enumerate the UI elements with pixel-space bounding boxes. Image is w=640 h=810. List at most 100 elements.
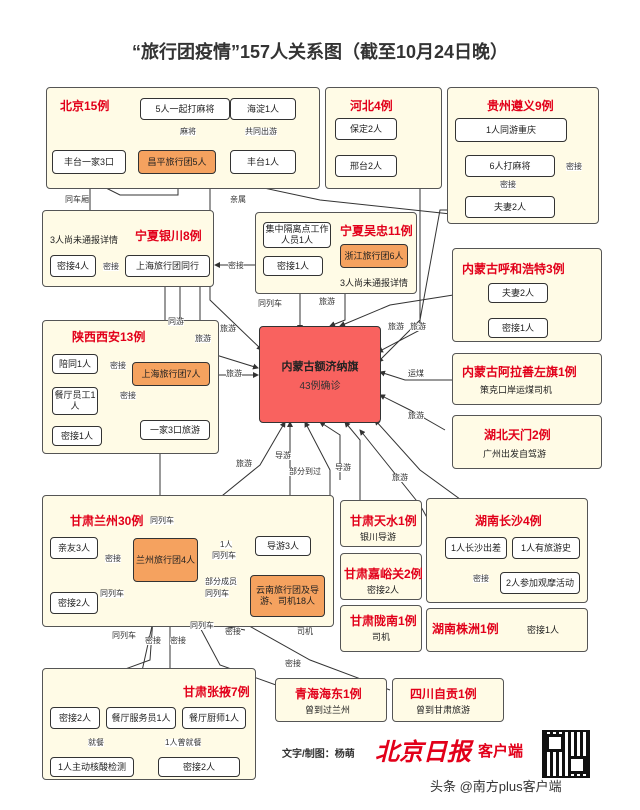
label-guizhou-close2: 密接: [500, 180, 516, 189]
edge-label-partial: 部分到过: [289, 467, 321, 476]
node-xian-family3: 一家3口旅游: [140, 420, 210, 440]
group-title-zigong: 四川自贡1例: [410, 687, 477, 701]
label-zhangye-meal: 就餐: [88, 738, 104, 747]
edge-label-close-zy2: 密接: [170, 636, 186, 645]
group-title-beijing: 北京15例: [60, 99, 110, 113]
group-title-zhuzhou: 湖南株洲1例: [432, 622, 499, 636]
group-title-longnan: 甘肃陇南1例: [350, 614, 417, 628]
edge-label-tour1: 旅游: [220, 324, 236, 333]
group-alxa: [452, 353, 602, 405]
edge-label-tour-xa: 旅游: [195, 334, 211, 343]
group-title-ningxia-wuzhong: 宁夏吴忠11例: [340, 224, 413, 238]
group-zigong: [392, 678, 504, 722]
node-beijing-fengtai-family: 丰台一家3口: [52, 150, 126, 174]
node-guizhou-mahjong: 6人打麻将: [465, 155, 555, 177]
node-longnan-driver: 司机: [372, 632, 391, 642]
edge-label-same-car-zy: 同列车: [112, 631, 136, 640]
node-ningxia-yc-unreported: 3人尚未通报详情: [50, 235, 119, 245]
node-lanzhou-close2: 密接2人: [50, 592, 98, 614]
node-lanzhou-relatives: 亲友3人: [50, 537, 98, 559]
node-xian-companion: 陪同1人: [52, 354, 98, 374]
edge-label-tour-yc: 旅游: [410, 322, 426, 331]
label-lanzhou-same-car: 同列车: [150, 516, 174, 525]
publisher-logo-suffix: 客户端: [478, 743, 524, 760]
group-title-guizhou: 贵州遵义9例: [487, 99, 554, 113]
edge-label-tour-cs: 旅游: [392, 473, 408, 482]
edge-label-same-car1: 同车厢: [65, 195, 89, 204]
node-hohhot-close1: 密接1人: [488, 318, 548, 338]
label-lanzhou-same-car2: 同列车: [100, 589, 124, 598]
label-xian-close2: 密接: [120, 391, 136, 400]
publisher-logo: 北京日报: [375, 739, 471, 766]
node-zhangye-self-test: 1人主动核酸检测: [50, 757, 134, 777]
edge-label-same-car-zy2: 同列车: [190, 621, 214, 630]
edge-label-close-hd: 密接: [285, 659, 301, 668]
edge-label-tour-lz: 旅游: [236, 459, 252, 468]
edge-label-driver: 司机: [297, 627, 313, 636]
group-haidong: [275, 678, 387, 722]
label-lanzhou-partial: 部分成员: [205, 577, 237, 586]
node-beijing-haidian: 海淀1人: [230, 98, 296, 120]
center-node-ejina: 内蒙古额济纳旗 43例确诊: [259, 326, 381, 423]
center-node-count: 43例确诊: [299, 380, 341, 392]
label-changsha-close: 密接: [473, 574, 489, 583]
node-lanzhou-group4: 兰州旅行团4人: [133, 538, 198, 582]
node-hebei-baoding: 保定2人: [335, 118, 397, 140]
group-tianshui: [340, 500, 422, 547]
node-hebei-xingtai: 邢台2人: [335, 155, 397, 177]
group-title-tianshui: 甘肃天水1例: [350, 514, 417, 528]
node-hohhot-couple: 夫妻2人: [488, 283, 548, 303]
label-lanzhou-1p-car: 同列车: [212, 551, 236, 560]
node-ningxia-yc-shanghai: 上海旅行团同行: [125, 255, 210, 277]
edge-label-close-zy1: 密接: [145, 636, 161, 645]
node-jiayuguan-close2: 密接2人: [367, 585, 400, 595]
node-beijing-fengtai1: 丰台1人: [230, 150, 296, 174]
edge-label-together: 同游: [168, 317, 184, 326]
node-lanzhou-guide3: 导游3人: [255, 536, 311, 556]
label-lanzhou-1p: 1人: [220, 540, 233, 549]
node-tianshui-yinchuan: 银川导游: [360, 532, 397, 542]
node-zhuzhou-close1: 密接1人: [527, 625, 560, 635]
label-ningxia-wz-close: 密接: [228, 261, 244, 270]
node-beijing-changping: 昌平旅行团5人: [138, 150, 216, 174]
edge-label-close-zy3: 密接: [225, 627, 241, 636]
node-ningxia-yc-close4: 密接4人: [50, 255, 96, 277]
node-alxa-driver: 策克口岸运煤司机: [480, 385, 553, 395]
group-tianmen: [452, 415, 602, 469]
node-xian-close1: 密接1人: [52, 426, 102, 446]
node-ningxia-wz-isolation: 集中隔离点工作人员1人: [263, 222, 331, 248]
node-xian-shanghai7: 上海旅行团7人: [132, 362, 210, 386]
edge-label-guide1: 导游: [275, 451, 291, 460]
node-zigong-toured: 曾到甘肃旅游: [416, 705, 471, 715]
group-longnan: [340, 605, 422, 652]
node-ningxia-wz-zhejiang: 浙江旅行团6人: [340, 244, 408, 268]
node-ningxia-wz-close1: 密接1人: [263, 256, 323, 276]
label-ningxia-yc-close: 密接: [103, 262, 119, 271]
edge-label-tour-tm: 旅游: [408, 411, 424, 420]
node-guizhou-couple: 夫妻2人: [465, 196, 555, 218]
node-zhangye-chef: 餐厅厨师1人: [182, 707, 246, 729]
node-zhangye-close2: 密接2人: [50, 707, 100, 729]
label-guizhou-close1: 密接: [566, 162, 582, 171]
group-title-xian: 陕西西安13例: [72, 330, 146, 344]
node-guizhou-chongqing: 1人同游重庆: [455, 118, 567, 142]
group-title-jiayuguan: 甘肃嘉峪关2例: [344, 567, 423, 581]
node-zhangye-waiter: 餐厅服务员1人: [106, 707, 176, 729]
node-haidong-visited: 曾到过兰州: [305, 705, 351, 715]
label-beijing-trip: 共同出游: [245, 127, 277, 136]
page-title: “旅行团疫情”157人关系图（截至10月24日晚）: [131, 42, 509, 62]
center-node-name: 内蒙古额济纳旗: [281, 360, 359, 373]
label-lanzhou-partial-car: 同列车: [205, 589, 229, 598]
edge-label-same-car-yc: 同列车: [258, 299, 282, 308]
group-title-haidong: 青海海东1例: [295, 687, 362, 701]
group-title-zhangye: 甘肃张掖7例: [183, 685, 250, 699]
edge-label-relatives: 亲属: [230, 195, 246, 204]
qr-code: [542, 730, 590, 778]
group-jiayuguan: [340, 553, 422, 600]
group-title-tianmen: 湖北天门2例: [484, 428, 551, 442]
node-xian-restaurant: 餐厅员工1人: [52, 387, 98, 415]
group-title-ningxia-yinchuan: 宁夏银川8例: [135, 229, 202, 243]
node-zhangye-close2b: 密接2人: [158, 757, 240, 777]
node-lanzhou-yunnan: 云南旅行团及导游、司机18人: [250, 575, 325, 617]
node-beijing-mahjong: 5人一起打麻将: [140, 98, 230, 120]
